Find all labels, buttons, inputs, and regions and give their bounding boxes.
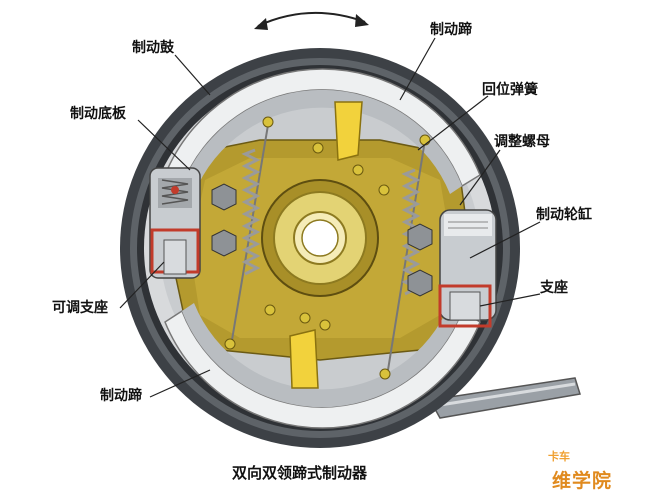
left-wheel-cylinder [149, 167, 201, 279]
label-adjusting-nut: 调整螺母 [494, 134, 550, 150]
return-spring-left [224, 116, 274, 350]
label-brake-shoe-top: 制动蹄 [430, 22, 472, 38]
label-wheel-cylinder: 制动轮缸 [536, 207, 592, 223]
hub [261, 179, 379, 297]
watermark-main: 维学院 [552, 470, 613, 492]
label-brake-shoe-bottom: 制动蹄 [100, 388, 142, 404]
lower-wedge [289, 329, 319, 389]
rotation-arrow [254, 11, 369, 30]
diagram-caption: 双向双领蹄式制动器 [232, 464, 368, 482]
watermark-small: 卡车 [548, 450, 570, 463]
leader-lines [119, 37, 541, 398]
hex-bolts-right [407, 223, 433, 297]
label-brake-drum: 制动鼓 [132, 40, 174, 56]
hex-bolts-left [211, 183, 237, 257]
pivot-pins [264, 142, 390, 331]
upper-wedge [334, 101, 363, 161]
label-return-spring: 回位弹簧 [482, 82, 538, 98]
label-brake-backing-plate: 制动底板 [70, 106, 126, 122]
operating-lever [428, 377, 581, 419]
right-wheel-cylinder [438, 209, 497, 328]
label-adjustable-support: 可调支座 [52, 300, 108, 316]
brake-shoe-lower [164, 303, 481, 429]
label-support: 支座 [540, 280, 568, 296]
